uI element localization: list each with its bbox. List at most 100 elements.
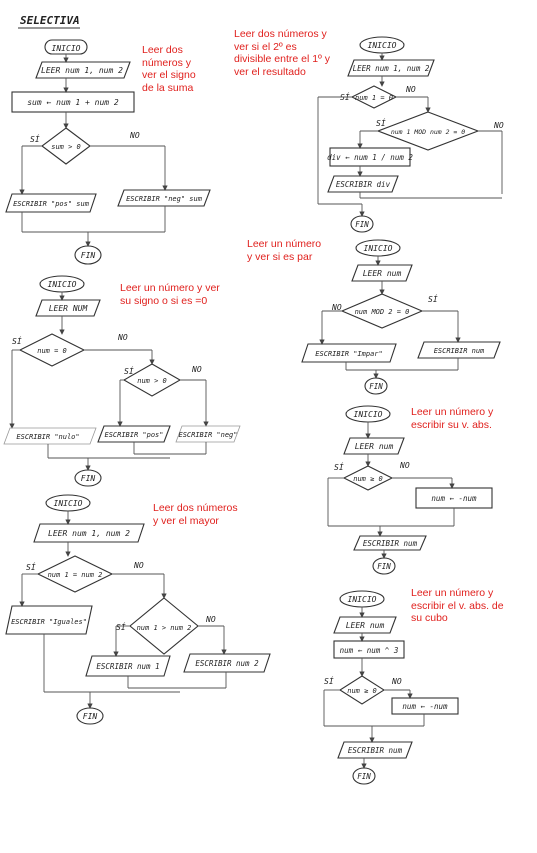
write-neg-label: ESCRIBIR "neg" — [178, 431, 237, 439]
read-label: LEER num 1, num 2 — [41, 66, 123, 75]
annotation-absolute: Leer un número y escribir su v. abs. — [411, 406, 493, 431]
write-num1-block — [85, 655, 171, 677]
annotation-line: Leer un número — [247, 238, 322, 250]
yes-label: SÍ — [428, 293, 438, 304]
annotation-line: escribir su v. abs. — [411, 418, 492, 431]
write-label: ESCRIBIR div — [336, 180, 391, 189]
start-label: INICIO — [48, 280, 77, 289]
assign1-label: num ← num ^ 3 — [340, 646, 399, 655]
end-terminal — [364, 377, 388, 395]
start-label: INICIO — [52, 44, 81, 53]
yes-label: SÍ — [26, 561, 36, 572]
write-num2-label: ESCRIBIR num 2 — [195, 659, 259, 668]
write-pos-label: ESCRIBIR "pos" — [104, 431, 163, 439]
annotation-line: y ver el mayor — [153, 514, 219, 527]
end-label: FIN — [369, 382, 383, 391]
annotation-number-sign: Leer un número y ver su signo o si es =0 — [120, 282, 220, 307]
condition2-label: num 1 > num 2 — [137, 624, 192, 632]
condition-diamond — [350, 85, 398, 109]
write-zero-label: ESCRIBIR "nulo" — [16, 433, 79, 441]
assign-block — [329, 147, 411, 167]
page-title: SELECTIVA — [20, 14, 80, 27]
end-terminal — [76, 707, 104, 725]
assign1-block — [333, 640, 405, 659]
condition2-label: num 1 MOD num 2 = 0 — [391, 128, 465, 136]
no-label: NO — [405, 85, 416, 94]
write-block — [337, 741, 413, 759]
write-label: ESCRIBIR num — [348, 746, 403, 755]
annotation-line: de la suma — [142, 81, 194, 94]
condition-label: num 1 = 0 — [355, 94, 393, 102]
condition-diamond — [340, 293, 424, 329]
end-terminal — [74, 245, 102, 265]
end-terminal — [372, 557, 396, 575]
yes2-label: SÍ — [116, 621, 126, 632]
start-label: INICIO — [348, 595, 377, 604]
condition-diamond — [342, 465, 394, 491]
condition-diamond — [36, 555, 114, 593]
write-equal-block — [5, 605, 93, 635]
read-block — [33, 523, 145, 543]
write-num1-label: ESCRIBIR num 1 — [96, 662, 159, 671]
flowchart-divisibility: INICIO LEER num 1, num 2 num 1 = 0 SÍ NO… — [317, 36, 504, 233]
condition2-diamond — [376, 111, 480, 151]
write-positive-label: ESCRIBIR "pos" sum — [13, 200, 90, 208]
annotation-line: Leer dos — [142, 44, 183, 56]
write-block — [353, 535, 427, 551]
condition2-diamond — [122, 363, 182, 397]
assign2-block — [391, 697, 459, 715]
write-negative-block — [117, 189, 211, 207]
write-equal-label: ESCRIBIR "Iguales" — [11, 618, 87, 626]
start-label: INICIO — [354, 410, 383, 419]
write-neg-block — [175, 425, 241, 443]
annotation-line: ver si el 2º es — [234, 40, 297, 53]
start-label: INICIO — [368, 41, 397, 50]
yes2-label: SÍ — [124, 365, 134, 376]
annotation-line: Leer dos números y — [234, 28, 327, 40]
assign-label: div ← num 1 / num 2 — [327, 153, 413, 162]
no-label: NO — [399, 461, 410, 470]
no-label: NO — [117, 333, 128, 342]
read-block — [333, 616, 397, 634]
yes-label: SÍ — [324, 675, 334, 686]
read-block — [35, 61, 131, 79]
end-label: FIN — [357, 772, 371, 781]
condition-label: num = 0 — [37, 347, 67, 355]
end-label: FIN — [355, 220, 369, 229]
assign-block — [11, 91, 135, 113]
flowchart-even: INICIO LEER num num MOD 2 = 0 NO SÍ ESCR… — [301, 239, 501, 395]
write-pos-block — [97, 425, 171, 443]
condition-diamond — [338, 675, 386, 705]
write-odd-label: ESCRIBIR "Impar" — [315, 350, 382, 358]
end-terminal — [352, 767, 376, 785]
read-block — [347, 59, 435, 77]
start-label: INICIO — [364, 244, 393, 253]
annotation-even: Leer un número y ver si es par — [247, 238, 321, 263]
start-label: INICIO — [54, 499, 83, 508]
condition2-diamond — [129, 597, 199, 655]
condition-diamond — [18, 333, 86, 367]
annotation-line: su cubo — [411, 612, 448, 624]
yes-label: SÍ — [334, 461, 344, 472]
yes-label: SÍ — [12, 335, 22, 346]
annotation-line: su signo o si es =0 — [120, 294, 208, 307]
flowchart-cube-absolute: INICIO LEER num num ← num ^ 3 num ≥ 0 SÍ… — [323, 590, 459, 785]
flowchart-greater-number: INICIO LEER num 1, num 2 num 1 = num 2 S… — [5, 494, 271, 725]
write-block — [327, 175, 399, 193]
assign2-label: num ← -num — [402, 702, 448, 711]
no-label: NO — [391, 677, 402, 686]
annotation-line: Leer un número y — [411, 587, 494, 599]
no-label: NO — [133, 561, 144, 570]
annotation-line: escribir el v. abs. de — [411, 599, 504, 612]
flowchart-sum-sign: INICIO LEER num 1, num 2 sum ← num 1 + n… — [5, 39, 211, 265]
condition-label: num MOD 2 = 0 — [355, 308, 410, 316]
read-label: LEER num — [346, 621, 385, 630]
write-num-block — [417, 341, 501, 359]
annotation-line: divisible entre el 1º y — [234, 53, 331, 65]
condition-label: num ≥ 0 — [347, 687, 377, 695]
flowchart-number-sign: INICIO LEER NUM num = 0 SÍ NO num > 0 SÍ… — [3, 275, 241, 487]
write-odd-block — [301, 343, 397, 363]
write-negative-label: ESCRIBIR "neg" sum — [126, 195, 203, 203]
no2-label: NO — [493, 121, 504, 130]
